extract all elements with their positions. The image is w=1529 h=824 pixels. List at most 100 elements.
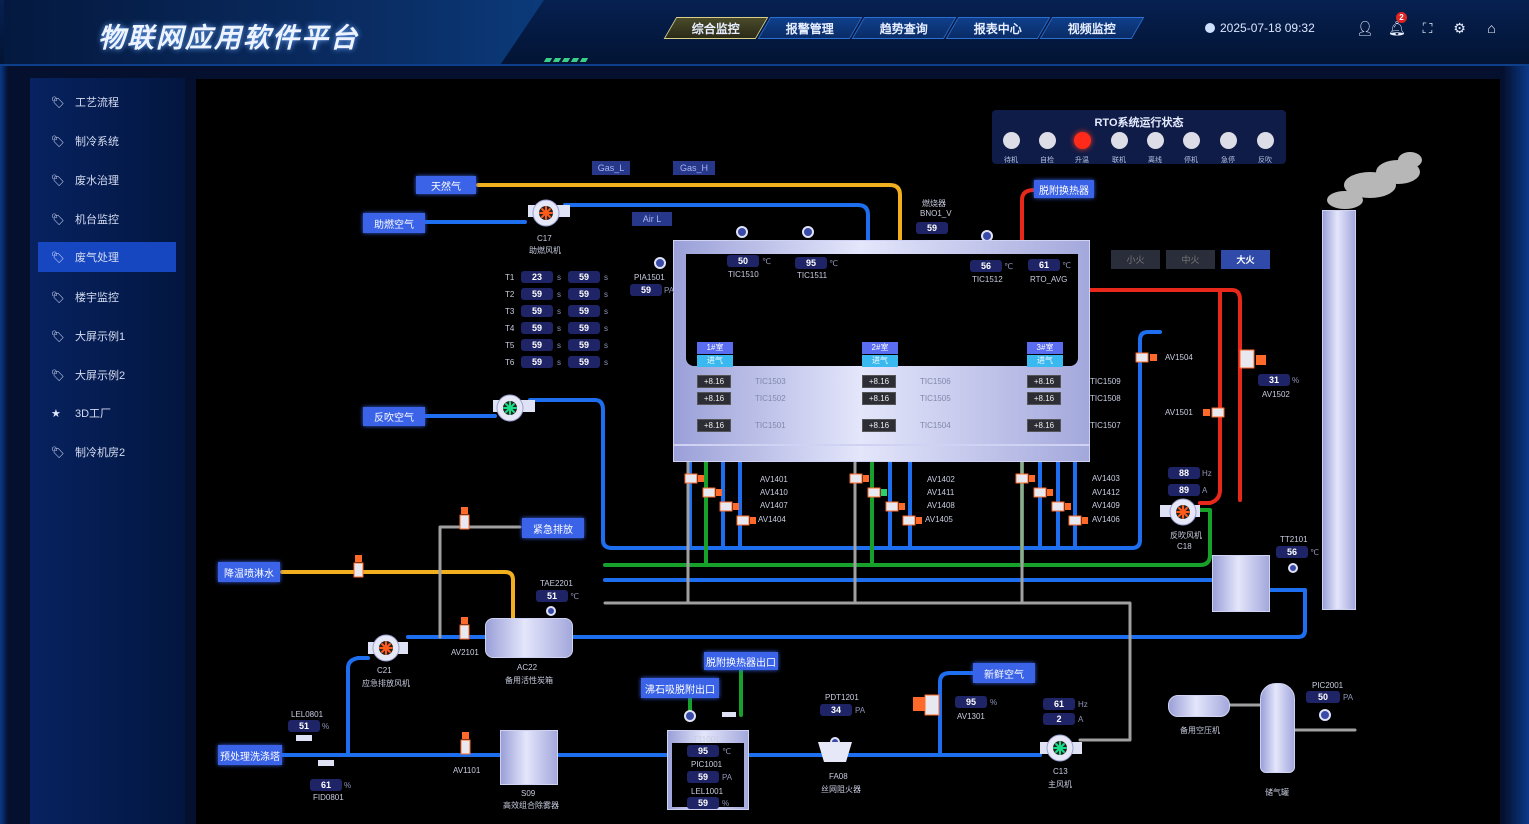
pipe-natural-gas [476, 183, 902, 252]
timer-value: 23 [521, 271, 553, 283]
c21-id: C21 [377, 666, 392, 675]
sidebar-item-building[interactable]: 🏷︎楼宇监控 [38, 282, 176, 312]
fan-c13 [1040, 734, 1082, 762]
sidebar-item-machines[interactable]: 🏷︎机台监控 [38, 204, 176, 234]
rto-base [673, 445, 1090, 462]
c17-id: C17 [537, 234, 552, 243]
heat-exchanger [1212, 555, 1270, 612]
status-light-label: 反吹 [1258, 157, 1272, 164]
unit: % [722, 799, 730, 808]
frame-left [0, 66, 8, 824]
sidebar-item-refrigeration[interactable]: 🏷︎制冷系统 [38, 126, 176, 156]
lel1001-label: LEL1001 [691, 787, 724, 796]
chamber-temp-tag: TIC1506 [920, 377, 951, 386]
rto-status-panel: RTO系统运行状态 待机 自检 升温 联机 离线 停机 急停 反吹 [992, 110, 1286, 164]
c18-frequency: 88 [1168, 467, 1200, 479]
fire-large-button[interactable]: 大火 [1221, 250, 1270, 269]
chamber-temp: +8.16 [697, 375, 731, 388]
av2101-label: AV2101 [451, 648, 479, 657]
unit: ℃ [1062, 261, 1071, 270]
unit: A [1202, 486, 1208, 495]
backblow-air-label: 反吹空气 [363, 407, 425, 426]
ac22-name: 备用活性炭箱 [505, 676, 553, 685]
natural-gas-label: 天然气 [416, 176, 476, 194]
tag-icon: 🏷︎ [51, 96, 65, 109]
timer-value: 59 [568, 305, 600, 317]
status-light-label: 离线 [1148, 157, 1162, 164]
tag-icon: 🏷︎ [51, 174, 65, 187]
exhaust-stack [1322, 210, 1356, 610]
t11001-label: T11001 [693, 735, 720, 744]
sidebar-item-bigscreen2[interactable]: 🏷︎大屏示例2 [38, 360, 176, 390]
clock-icon [1205, 23, 1215, 33]
fa08-id: FA08 [829, 772, 848, 781]
header-icons: 👤︎ 🔔︎2 ⛶ ⚙ ⌂ [1356, 12, 1499, 37]
chamber-temp: +8.16 [697, 392, 731, 405]
tag-icon: 🏷︎ [51, 330, 65, 343]
chamber3-name: 3#室 [1027, 342, 1063, 354]
unit: s [604, 358, 608, 367]
tic1512-label: TIC1512 [972, 275, 1003, 284]
chamber-temp-tag: TIC1502 [755, 394, 786, 403]
chamber-temp: +8.16 [1027, 392, 1061, 405]
unit: % [1292, 376, 1300, 385]
status-light-label: 停机 [1184, 157, 1198, 164]
unit: s [557, 324, 561, 333]
sidebar-item-3d-factory[interactable]: ★3D工厂 [38, 398, 176, 428]
backup-compressor [1168, 695, 1230, 717]
sidebar-item-bigscreen1[interactable]: 🏷︎大屏示例1 [38, 321, 176, 351]
status-light-label: 升温 [1075, 157, 1089, 164]
fullscreen-icon[interactable]: ⛶ [1422, 20, 1433, 36]
pipe-gray [603, 601, 1132, 742]
sidebar-item-process[interactable]: 🏷︎ 工艺流程 [38, 87, 176, 117]
unit: s [557, 307, 561, 316]
chamber-temp: +8.16 [862, 419, 896, 432]
sidebar-item-wastewater[interactable]: 🏷︎废水治理 [38, 165, 176, 195]
fresh-air-label: 新鲜空气 [973, 663, 1035, 683]
chamber-temp: +8.16 [862, 375, 896, 388]
status-light-indicator [1256, 132, 1274, 149]
tae2201-value: 51 [536, 590, 568, 602]
sidebar-item-label: 大屏示例2 [75, 370, 126, 382]
lel0801-value: 51 [288, 720, 320, 732]
sidebar-item-exhaust[interactable]: 🏷︎废气处理 [38, 242, 176, 272]
chamber-temp: +8.16 [1027, 375, 1061, 388]
status-light-label: 待机 [1004, 157, 1018, 164]
sidebar-item-label: 工艺流程 [75, 97, 119, 109]
pipe-hot-desorb [1020, 188, 1036, 242]
status-light-selfcheck: 自检 [1032, 132, 1062, 167]
home-icon[interactable]: ⌂ [1487, 20, 1496, 36]
gear-icon[interactable]: ⚙ [1453, 20, 1466, 36]
unit: A [1078, 715, 1084, 724]
status-light-indicator [1219, 132, 1237, 149]
tag-icon: 🏷︎ [51, 251, 65, 264]
chamber-temp-tag: TIC1501 [755, 421, 786, 430]
lel1001-value: 59 [687, 797, 719, 809]
c18-current: 89 [1168, 484, 1200, 496]
desorb-exchanger-outlet-label: 脱附换热器出口 [704, 652, 778, 670]
c13-name: 主风机 [1048, 780, 1072, 789]
pdt1201-value: 34 [820, 704, 852, 716]
status-light-indicator [1073, 132, 1091, 149]
sidebar-item-label: 制冷系统 [75, 136, 119, 148]
status-light-indicator [1002, 132, 1020, 149]
pdt1201-label: PDT1201 [825, 693, 859, 702]
tt2101-label: TT2101 [1280, 535, 1308, 544]
fire-small-button[interactable]: 小火 [1111, 250, 1160, 269]
sidebar-item-chiller-room2[interactable]: 🏷︎制冷机房2 [38, 437, 176, 467]
fire-medium-button[interactable]: 中火 [1166, 250, 1215, 269]
unit: s [557, 273, 561, 282]
chamber-temp-tag: TIC1508 [1090, 394, 1121, 403]
fid0801-value: 61 [310, 779, 342, 791]
timer-value: 59 [521, 339, 553, 351]
c18-name: 反吹风机 [1170, 531, 1202, 540]
valve-label: AV1403 [1092, 474, 1120, 483]
user-icon[interactable]: 👤︎ [1356, 20, 1374, 36]
chamber-temp-tag: TIC1509 [1090, 377, 1121, 386]
bell-icon[interactable]: 🔔︎2 [1388, 12, 1407, 36]
star-icon: ★ [51, 407, 61, 420]
timer-label: T2 [505, 290, 515, 299]
timer-value: 59 [568, 271, 600, 283]
av1502-value: 31 [1258, 374, 1290, 386]
unit: ℃ [1004, 262, 1013, 271]
